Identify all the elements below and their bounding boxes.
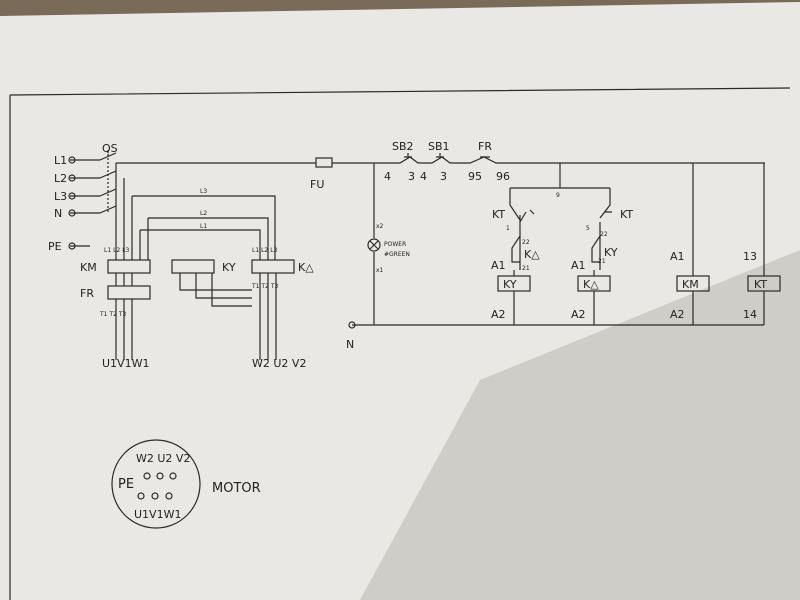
sb2-pin-4: 4 xyxy=(384,170,391,183)
km-a2: A2 xyxy=(670,308,685,321)
label-l3: L3 xyxy=(54,190,67,203)
label-fu: FU xyxy=(310,178,324,191)
fr-overload-box xyxy=(107,285,151,300)
km-contactor-box xyxy=(107,259,151,274)
kd-contactor-box xyxy=(251,259,295,274)
coil-ky-label: KY xyxy=(503,278,517,291)
lamp-x1: x1 xyxy=(376,267,384,274)
frame-border xyxy=(9,87,791,600)
kd-a2: A2 xyxy=(571,308,586,321)
node-9: 9 xyxy=(556,192,560,199)
kd-terminals-top: L1 L2 L3 xyxy=(252,247,278,254)
lamp-label-green: #GREEN xyxy=(384,251,410,258)
kt-pin-1: 1 xyxy=(506,225,510,232)
label-kt-contact-2: KT xyxy=(620,208,633,221)
km-a1: A1 xyxy=(670,250,685,263)
coil-km-label: KM xyxy=(682,278,699,291)
motor-symbol xyxy=(111,439,201,529)
motor-top-row: W2 U2 V2 xyxy=(136,452,190,465)
kt-14: 14 xyxy=(743,308,757,321)
label-kd: K△ xyxy=(298,261,314,274)
kt-pin-5: 5 xyxy=(586,225,590,232)
ky-contactor-box xyxy=(171,259,215,274)
label-pe: PE xyxy=(48,240,62,253)
motor-terminals-right: W2 U2 V2 xyxy=(252,357,306,370)
label-kd-contact: K△ xyxy=(524,248,540,261)
kd-contact-21: 21 xyxy=(522,265,530,272)
motor-pe: PE xyxy=(118,477,134,492)
label-kt-contact: KT xyxy=(492,208,505,221)
bus-label-l1: L1 xyxy=(200,223,207,230)
kt-13: 13 xyxy=(743,250,757,263)
label-sb2: SB2 xyxy=(392,140,414,153)
coil-kd-label: K△ xyxy=(583,278,599,291)
paper-shadow xyxy=(360,250,800,600)
km-terminals-bottom: T1 T2 T3 xyxy=(99,311,126,318)
ky-contact-22: 22 xyxy=(600,231,608,238)
motor-label: MOTOR xyxy=(212,481,261,496)
label-fr-contact: FR xyxy=(478,140,492,153)
control-circuit xyxy=(348,153,781,329)
bus-label-l2: L2 xyxy=(200,210,207,217)
label-n: N xyxy=(54,207,62,220)
sb1-pin-4: 4 xyxy=(420,170,427,183)
kd-terminals-bottom: T1 T2 T3 xyxy=(251,283,278,290)
bus-label-l3: L3 xyxy=(200,188,207,195)
label-qs: QS xyxy=(102,142,118,155)
sb2-pin-3: 3 xyxy=(408,170,415,183)
kd-a1: A1 xyxy=(571,259,586,272)
label-fr: FR xyxy=(80,287,94,300)
motor-bottom-row: U1V1W1 xyxy=(134,508,181,521)
label-ky-contact: KY xyxy=(604,246,618,259)
ky-a1: A1 xyxy=(491,259,506,272)
label-l2: L2 xyxy=(54,172,67,185)
lamp-label-power: POWER xyxy=(384,241,406,248)
fr-pin-96: 96 xyxy=(496,170,510,183)
label-km: KM xyxy=(80,261,97,274)
sb1-pin-3: 3 xyxy=(440,170,447,183)
label-sb1: SB1 xyxy=(428,140,450,153)
motor-terminals-left: U1V1W1 xyxy=(102,357,149,370)
km-terminals-top: L1 L2 L3 xyxy=(104,247,130,254)
fr-pin-95: 95 xyxy=(468,170,482,183)
power-lamp xyxy=(367,238,381,252)
power-lines xyxy=(68,150,392,360)
label-l1: L1 xyxy=(54,154,67,167)
ky-contact-21: 21 xyxy=(598,258,606,265)
label-ky: KY xyxy=(222,261,236,274)
motor-circle xyxy=(111,439,201,529)
coil-kt-label: KT xyxy=(754,278,767,291)
label-neutral: N xyxy=(346,338,354,351)
lamp-x2: x2 xyxy=(376,223,384,230)
kd-contact-22: 22 xyxy=(522,239,530,246)
ky-a2: A2 xyxy=(491,308,506,321)
